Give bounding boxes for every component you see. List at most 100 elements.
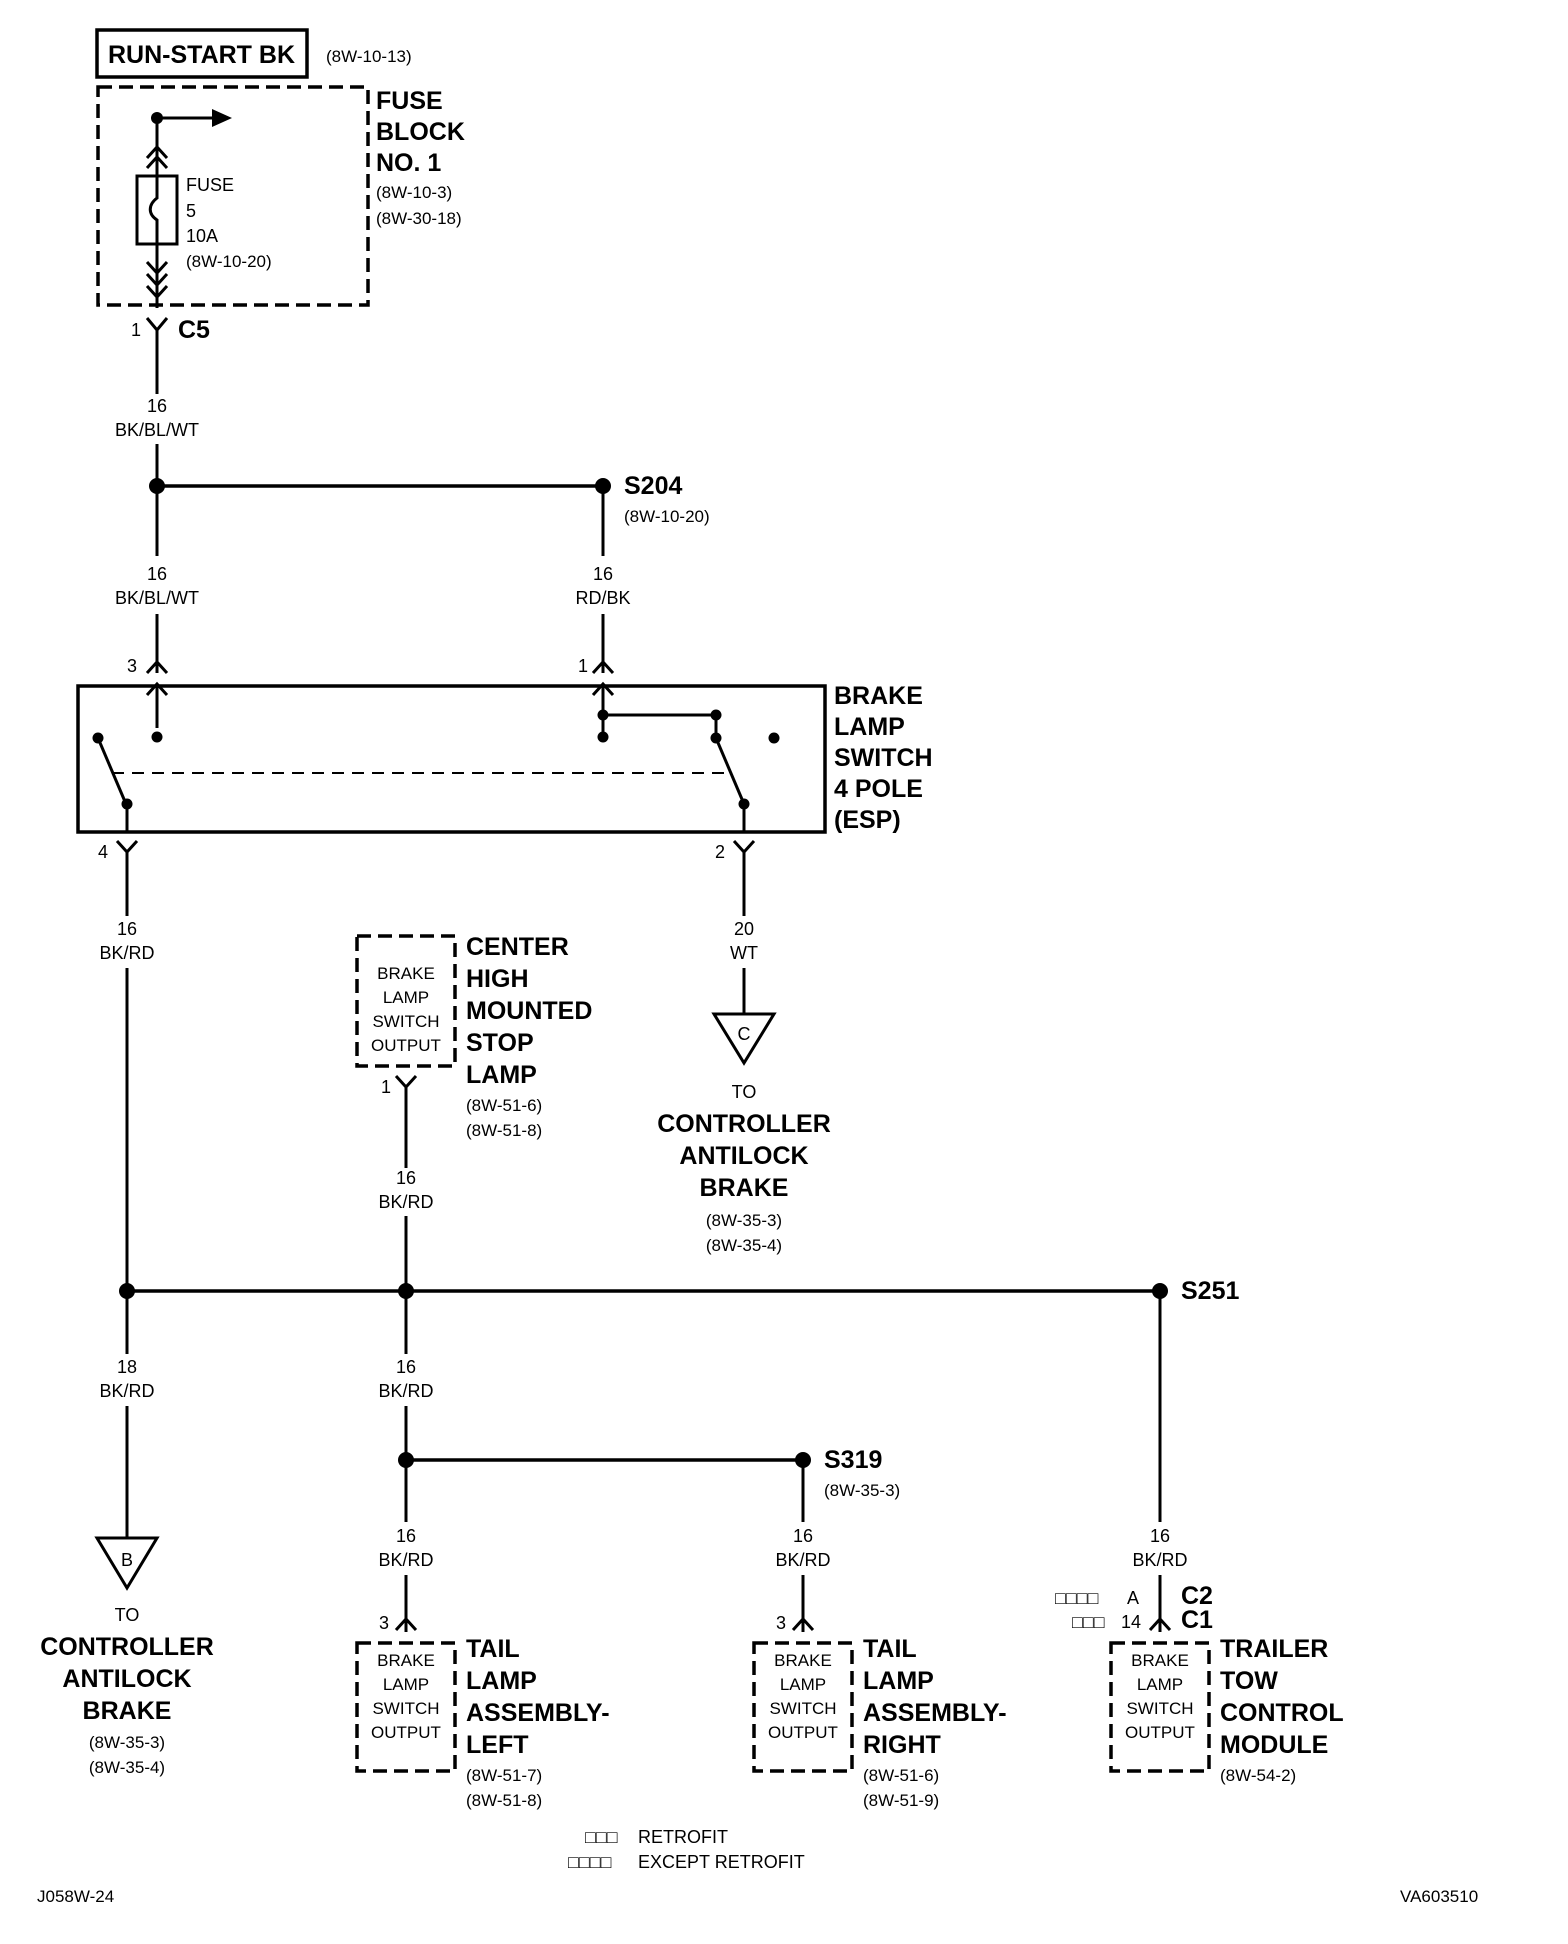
run-start-label: RUN-START BK — [108, 41, 295, 69]
switch-pin-4-label: 4 — [98, 842, 108, 862]
wire-chmsl-color: BK/RD — [378, 1192, 433, 1212]
footer-right-code: VA603510 — [1400, 1887, 1478, 1906]
tail-left-pin-connector — [394, 1616, 418, 1632]
tail-right-pin-label-4: OUTPUT — [768, 1723, 838, 1742]
chmsl-pin-label-1: BRAKE — [377, 964, 435, 983]
offpage-c-to: TO — [732, 1082, 757, 1102]
chmsl-box — [355, 934, 457, 1068]
tail-left-pin-number: 3 — [379, 1613, 389, 1633]
fuse-number: 5 — [186, 201, 196, 221]
wire-b-color: BK/RD — [99, 1381, 154, 1401]
trailer-except-squares: □□□ — [1072, 1612, 1105, 1632]
fuse-rating: 10A — [186, 226, 218, 246]
tail-right-title-2: LAMP — [863, 1667, 934, 1695]
connector-c5-pin: 1 — [131, 320, 141, 340]
tail-left-pin-label-2: LAMP — [383, 1675, 429, 1694]
splice-s204-ref: (8W-10-20) — [624, 507, 710, 526]
brake-switch-title-4: 4 POLE — [834, 775, 923, 803]
wire-s204-right-gauge: 16 — [593, 564, 613, 584]
splice-s319-ref: (8W-35-3) — [824, 1481, 900, 1500]
wire-s204-left-color: BK/BL/WT — [115, 588, 199, 608]
offpage-connector-b-letter: B — [121, 1550, 133, 1570]
offpage-c-ref-2: (8W-35-4) — [706, 1236, 782, 1255]
brake-switch-title-3: SWITCH — [834, 744, 933, 772]
splice-s251-label: S251 — [1181, 1277, 1239, 1305]
chmsl-title-4: STOP — [466, 1029, 534, 1057]
tail-right-title-1: TAIL — [863, 1635, 917, 1663]
fuse-block-outline — [96, 85, 370, 307]
splice-s204-label: S204 — [624, 472, 682, 500]
connector-c5-symbol — [145, 317, 169, 333]
tail-left-ref-2: (8W-51-8) — [466, 1791, 542, 1810]
tail-right-pin-label-3: SWITCH — [769, 1699, 836, 1718]
offpage-b-ref-2: (8W-35-4) — [89, 1758, 165, 1777]
tail-left-ref-1: (8W-51-7) — [466, 1766, 542, 1785]
switch-pin-3-connector — [145, 659, 169, 675]
offpage-c-dest-3: BRAKE — [700, 1174, 789, 1202]
wire-trailer-color: BK/RD — [1132, 1550, 1187, 1570]
offpage-c-ref-1: (8W-35-3) — [706, 1211, 782, 1230]
fuse-ref: (8W-10-20) — [186, 252, 272, 271]
trailer-title-2: TOW — [1220, 1667, 1278, 1695]
fuse-block-ref-2: (8W-30-18) — [376, 209, 462, 228]
connector-c5-name: C5 — [178, 316, 210, 344]
trailer-connector-c2: C2 — [1181, 1582, 1213, 1610]
run-start-box — [95, 28, 309, 79]
wire-trailer-gauge: 16 — [1150, 1526, 1170, 1546]
chmsl-pin-1-connector — [394, 1074, 418, 1090]
offpage-b-dest-2: ANTILOCK — [62, 1665, 191, 1693]
chmsl-pin-number: 1 — [381, 1077, 391, 1097]
legend-except-squares: □□□□ — [568, 1852, 612, 1872]
trailer-pin-label-1: BRAKE — [1131, 1651, 1189, 1670]
fuse-block-output-arrow-icon — [212, 109, 232, 127]
trailer-pin-label-2: LAMP — [1137, 1675, 1183, 1694]
chmsl-title-1: CENTER — [466, 933, 569, 961]
offpage-connector-b — [94, 1536, 160, 1591]
trailer-pin-except: 14 — [1121, 1612, 1141, 1632]
fuse-block-title-1: FUSE — [376, 87, 443, 115]
wire-s319-in-color: BK/RD — [378, 1381, 433, 1401]
wire-pin4-color: BK/RD — [99, 943, 154, 963]
chmsl-title-3: MOUNTED — [466, 997, 592, 1025]
offpage-connector-c — [711, 1012, 777, 1066]
tail-left-pin-label-4: OUTPUT — [371, 1723, 441, 1742]
trailer-tow-module-box — [1109, 1641, 1211, 1773]
brake-lamp-switch-box — [76, 684, 827, 834]
trailer-connector-c1: C1 — [1181, 1606, 1213, 1634]
tail-left-title-3: ASSEMBLY- — [466, 1699, 610, 1727]
offpage-b-dest-3: BRAKE — [83, 1697, 172, 1725]
wire-tail-right-gauge: 16 — [793, 1526, 813, 1546]
offpage-b-dest-1: CONTROLLER — [40, 1633, 214, 1661]
legend-retrofit-squares: □□□ — [585, 1827, 618, 1847]
wire-s319-in-gauge: 16 — [396, 1357, 416, 1377]
wire-s204-left-gauge: 16 — [147, 564, 167, 584]
trailer-title-3: CONTROL — [1220, 1699, 1344, 1727]
offpage-connector-c-letter: C — [738, 1024, 751, 1044]
tail-right-pin-label-2: LAMP — [780, 1675, 826, 1694]
tail-right-pin-connector — [791, 1616, 815, 1632]
offpage-c-dest-1: CONTROLLER — [657, 1110, 831, 1138]
wire-s204-right-color: RD/BK — [575, 588, 630, 608]
tail-left-pin-label-1: BRAKE — [377, 1651, 435, 1670]
trailer-title-4: MODULE — [1220, 1731, 1328, 1759]
tail-left-title-2: LAMP — [466, 1667, 537, 1695]
tail-right-pin-label-1: BRAKE — [774, 1651, 832, 1670]
switch-pin-2-label: 2 — [715, 842, 725, 862]
tail-right-ref-1: (8W-51-6) — [863, 1766, 939, 1785]
chmsl-pin-label-4: OUTPUT — [371, 1036, 441, 1055]
switch-pin-1-connector — [591, 659, 615, 675]
switch-contact-spare — [768, 732, 780, 744]
wire-tail-right-color: BK/RD — [775, 1550, 830, 1570]
brake-switch-title-2: LAMP — [834, 713, 905, 741]
tail-right-title-4: RIGHT — [863, 1731, 941, 1759]
chmsl-pin-label-3: SWITCH — [372, 1012, 439, 1031]
fuse-block-title-3: NO. 1 — [376, 149, 441, 177]
splice-s319-label: S319 — [824, 1446, 882, 1474]
chmsl-ref-1: (8W-51-6) — [466, 1096, 542, 1115]
trailer-title-1: TRAILER — [1220, 1635, 1328, 1663]
wire-tail-left-color: BK/RD — [378, 1550, 433, 1570]
wire-pin4-gauge: 16 — [117, 919, 137, 939]
wire-tail-left-gauge: 16 — [396, 1526, 416, 1546]
brake-switch-title-1: BRAKE — [834, 682, 923, 710]
